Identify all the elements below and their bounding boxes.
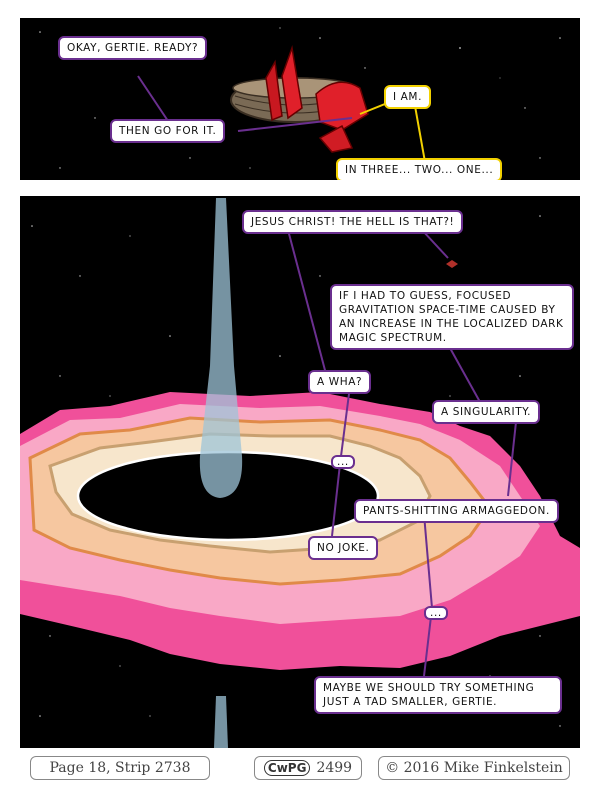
polar-jet-lower bbox=[214, 696, 228, 748]
balloon-a-wha: A wha? bbox=[308, 370, 372, 394]
distant-ship bbox=[446, 260, 458, 268]
panel-2-art bbox=[20, 198, 580, 748]
airship bbox=[230, 45, 369, 153]
balloon-no-joke: No joke. bbox=[308, 536, 379, 560]
panel-2: Jesus Christ! The hell is that?! If I ha… bbox=[20, 196, 580, 748]
balloon-go-for-it: Then go for it. bbox=[110, 119, 226, 143]
balloon-smaller: Maybe we should try something just a tad… bbox=[314, 676, 562, 714]
page-strip-label: Page 18, Strip 2738 bbox=[30, 756, 210, 780]
cwpg-logo-badge: CwPG 2499 bbox=[254, 756, 362, 780]
panel-1-art bbox=[39, 27, 561, 169]
copyright-label: © 2016 Mike Finkelstein bbox=[378, 756, 570, 780]
balloon-jesus: Jesus Christ! The hell is that?! bbox=[242, 210, 464, 234]
balloon-pants: Pants-shitting armaggedon. bbox=[354, 499, 559, 523]
balloon-countdown: In three... two... one... bbox=[336, 158, 503, 180]
polar-jet bbox=[199, 198, 243, 498]
balloon-guess: If I had to guess, focused gravitation s… bbox=[330, 284, 574, 350]
cwpg-number: 2499 bbox=[316, 760, 353, 776]
balloon-okay-gertie: Okay, Gertie. Ready? bbox=[58, 36, 208, 60]
balloon-ellipsis-2: ... bbox=[424, 606, 448, 620]
cwpg-logo: CwPG bbox=[263, 760, 311, 776]
balloon-singularity: A singularity. bbox=[432, 400, 541, 424]
balloon-i-am: I am. bbox=[384, 85, 432, 109]
starfield bbox=[39, 27, 561, 169]
balloon-tails bbox=[287, 229, 517, 677]
balloon-ellipsis-1: ... bbox=[331, 455, 355, 469]
panel-1: Okay, Gertie. Ready? I am. Then go for i… bbox=[20, 18, 580, 180]
